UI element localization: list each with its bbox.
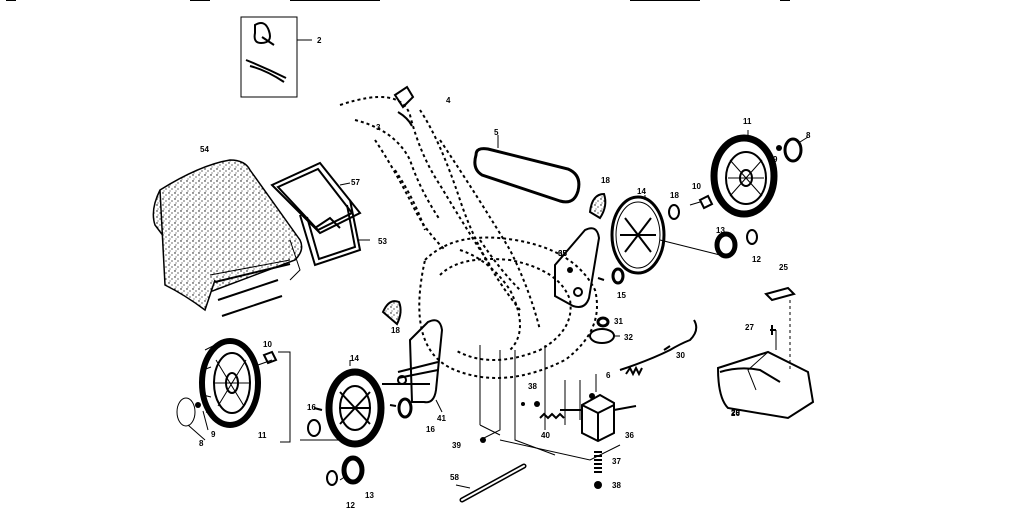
part-57-53-bag-frame	[270, 161, 370, 267]
callout-12-left: 12	[346, 501, 355, 510]
callout-57: 57	[351, 178, 360, 187]
callout-31: 31	[614, 317, 623, 326]
callout-25: 25	[779, 263, 788, 272]
part-16-axle-washer	[397, 397, 413, 419]
callout-41: 41	[437, 414, 446, 423]
handle-assembly	[339, 85, 541, 331]
part-14-left-gear-wheel	[313, 360, 397, 448]
callout-10-right: 10	[692, 182, 701, 191]
callout-58: 58	[450, 473, 459, 482]
part-29-rear-flap	[716, 286, 815, 420]
callout-11-left: 11	[258, 431, 267, 440]
callout-18-right: 18	[601, 176, 610, 185]
callout-38-upper: 38	[528, 382, 537, 391]
callout-2: 2	[317, 36, 322, 45]
part-39-38-washers	[479, 345, 621, 461]
callout-9-left: 9	[211, 430, 216, 439]
callout-4: 4	[446, 96, 451, 105]
callout-16-left: 16	[307, 403, 316, 412]
callout-10-left: 10	[263, 340, 272, 349]
part-5-belt	[473, 135, 581, 204]
part-18-left-pawl	[381, 300, 402, 326]
part-14-right-gear-wheel	[610, 195, 721, 275]
callout-13-right: 13	[716, 226, 725, 235]
callout-53: 53	[378, 237, 387, 246]
callout-labels: 2 3 4 5 6 8 8 9 9 10 10 11 11 12 12 13 1…	[199, 36, 811, 510]
callout-18-left: 18	[391, 326, 400, 335]
callout-8-left: 8	[199, 439, 204, 448]
mower-deck	[418, 236, 598, 379]
callout-40: 40	[541, 431, 550, 440]
part-11-right-wheel	[710, 130, 778, 218]
callout-12-right: 12	[752, 255, 761, 264]
part-41-height-adjuster	[382, 319, 444, 413]
callout-36: 36	[625, 431, 634, 440]
part-54-grass-bag	[152, 159, 303, 317]
part-18-right-pawl	[588, 192, 607, 220]
callout-13-left: 13	[365, 491, 374, 500]
part-11-left-wheel	[199, 338, 261, 428]
callout-32: 32	[624, 333, 633, 342]
callout-16-axle: 16	[426, 425, 435, 434]
callout-26: 26	[731, 409, 740, 418]
callout-35: 35	[558, 249, 567, 258]
callout-15: 15	[617, 291, 626, 300]
part-15-washer	[611, 267, 625, 285]
callout-5: 5	[494, 128, 499, 137]
part-6-spring	[595, 365, 643, 392]
part-40-spring	[539, 412, 565, 420]
part-65-bracket	[554, 227, 605, 308]
part-13-12-left-pinion	[326, 455, 365, 486]
callout-65: 65	[558, 249, 567, 258]
callout-54: 54	[200, 145, 209, 154]
callout-6: 6	[606, 371, 611, 380]
part-30-cable	[619, 319, 698, 371]
callout-18-mid: 18	[670, 191, 679, 200]
part-58-axle-rod	[455, 463, 527, 503]
part-10-left-bushing	[257, 350, 291, 443]
part-8-9-left-hubcap	[176, 397, 209, 441]
callout-3: 3	[376, 123, 381, 132]
callout-27: 27	[745, 323, 754, 332]
part-35-transmission	[560, 393, 637, 443]
callout-37: 37	[612, 457, 621, 466]
callout-30: 30	[676, 351, 685, 360]
part-8-9-right-hubcap	[776, 136, 809, 163]
callout-8-right: 8	[806, 131, 811, 140]
callout-11-right: 11	[743, 117, 752, 126]
part-10-18-right-bushing	[668, 194, 714, 220]
callout-29: 29	[731, 408, 740, 417]
callout-39: 39	[452, 441, 461, 450]
callout-9-right: 9	[773, 155, 778, 164]
part-31-32-pulley	[589, 316, 620, 344]
part-2-inset-box	[240, 16, 312, 98]
part-13-12-right-pinion	[714, 229, 758, 259]
callout-14-right: 14	[637, 187, 646, 196]
part-16-left-washer	[300, 419, 345, 441]
callout-38-lower: 38	[612, 481, 621, 490]
callout-14-left: 14	[350, 354, 359, 363]
